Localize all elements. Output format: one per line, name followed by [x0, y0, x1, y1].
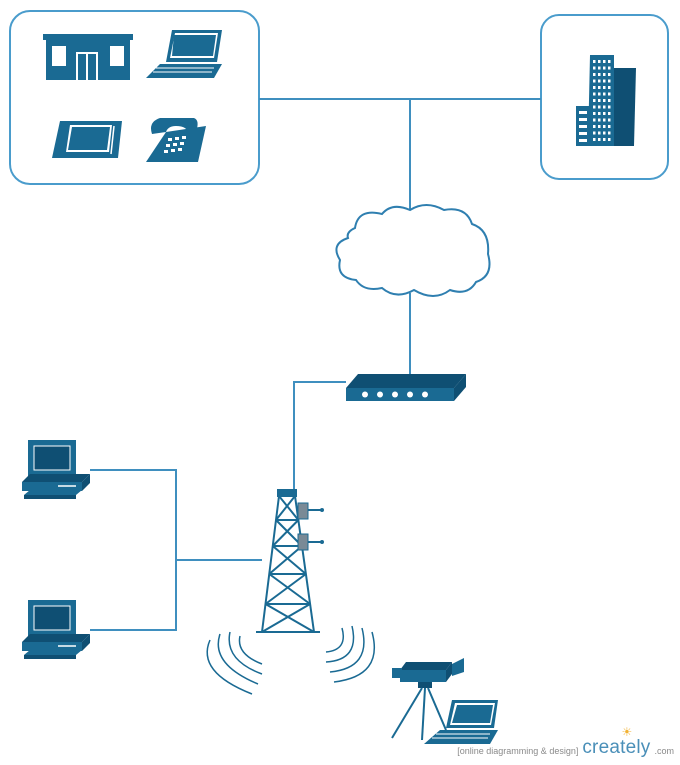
building-window: [593, 125, 596, 128]
building-window: [598, 73, 601, 76]
building-window: [598, 60, 601, 63]
building-window: [579, 125, 587, 128]
building-window: [598, 105, 601, 109]
building-window: [598, 112, 601, 115]
building-window: [598, 86, 601, 89]
building-window: [603, 125, 606, 128]
cloud[interactable]: [335, 204, 491, 297]
antenna-upper: [297, 502, 324, 520]
building-window: [593, 92, 596, 96]
watermark-suffix: .com: [654, 746, 674, 756]
building-window: [608, 138, 611, 141]
building-window: [603, 138, 606, 141]
building-window: [603, 105, 606, 109]
building-window: [603, 112, 606, 115]
tower-lattice-strut: [261, 603, 311, 633]
radio-waves-right: [325, 625, 376, 683]
tower-lattice-strut: [272, 545, 307, 575]
building-window: [593, 73, 596, 76]
building-window: [608, 60, 611, 63]
tower-lattice-strut: [265, 603, 315, 633]
building-window: [603, 66, 606, 70]
building-window: [579, 132, 587, 135]
building-window: [603, 118, 606, 122]
tower-lattice-strut: [264, 573, 307, 605]
watermark-brand-text: creately: [582, 737, 651, 758]
building-window: [593, 60, 596, 63]
building-window: [608, 99, 611, 102]
tower-lattice-strut: [268, 573, 311, 605]
building-window: [603, 99, 606, 102]
desktop-computer-2[interactable]: [22, 600, 90, 659]
building-window: [603, 92, 606, 96]
tower-lattice-strut: [268, 545, 303, 575]
building-window: [598, 79, 601, 83]
building-window: [608, 86, 611, 89]
building-window: [598, 99, 601, 102]
building-window: [608, 73, 611, 76]
building-window: [579, 111, 587, 114]
survey-camera[interactable]: [391, 658, 464, 741]
laptop-icon[interactable]: [146, 30, 222, 78]
building-window: [598, 118, 601, 122]
building-window: [593, 131, 596, 135]
line-desktop-1-link: [90, 469, 177, 631]
building-window: [593, 86, 596, 89]
building-window: [603, 131, 606, 135]
building-window: [603, 60, 606, 63]
line-modem-to-tower: [293, 381, 346, 490]
building-window: [593, 79, 596, 83]
modem-router[interactable]: [346, 374, 466, 401]
building-window: [598, 92, 601, 96]
connector-lines: [90, 98, 541, 631]
tablet-icon[interactable]: [52, 121, 122, 158]
building-window: [598, 138, 601, 141]
building-window: [608, 118, 611, 122]
tower-lattice-strut: [278, 495, 300, 521]
building-window: [608, 66, 611, 70]
storefront-icon[interactable]: [43, 34, 133, 80]
building-window: [593, 112, 596, 115]
tower-lattice-strut: [272, 519, 300, 547]
radio-waves-left: [206, 631, 263, 695]
creately-watermark: [online diagramming & design] creately ☀…: [457, 725, 674, 759]
office-building-icon[interactable]: [576, 55, 636, 146]
building-window: [608, 125, 611, 128]
building-window: [608, 92, 611, 96]
building-window: [579, 139, 587, 142]
building-window: [603, 86, 606, 89]
building-window: [593, 66, 596, 70]
watermark-tagline: [online diagramming & design]: [457, 746, 579, 756]
desktop-computer-1[interactable]: [22, 440, 90, 499]
building-window: [598, 131, 601, 135]
building-window: [593, 105, 596, 109]
telephone-icon[interactable]: [146, 118, 206, 162]
field-laptop[interactable]: [424, 700, 498, 744]
building-window: [608, 79, 611, 83]
building-window: [598, 125, 601, 128]
building-window: [603, 79, 606, 83]
cell-tower[interactable]: [256, 489, 320, 633]
building-window: [603, 73, 606, 76]
building-window: [579, 118, 587, 121]
building-window: [608, 105, 611, 109]
watermark-brand: creately ☀: [582, 725, 651, 759]
antenna-lower: [297, 533, 324, 551]
sun-icon: ☀: [621, 725, 633, 739]
tower-lattice-strut: [275, 495, 296, 521]
building-window: [593, 138, 596, 141]
building-window: [608, 112, 611, 115]
building-window: [593, 118, 596, 122]
building-window: [598, 66, 601, 70]
building-window: [593, 99, 596, 102]
building-window: [608, 131, 611, 135]
